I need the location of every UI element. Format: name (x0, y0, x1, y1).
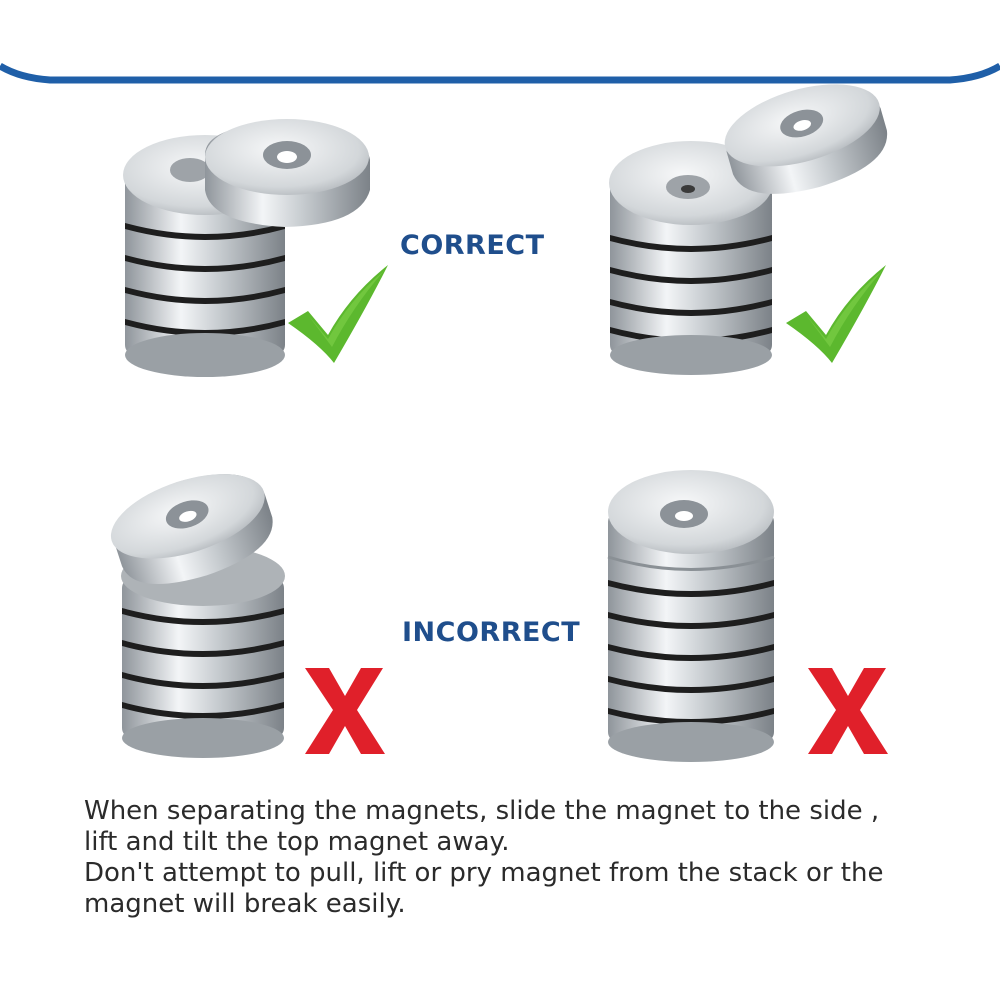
header-band (0, 0, 1000, 84)
correct-label: CORRECT (400, 230, 545, 261)
magnet-stack-incorrect-right (607, 470, 775, 762)
x-mark-icon (808, 668, 888, 754)
magnet-stack-correct-right (609, 84, 888, 375)
instruction-line: Don't attempt to pull, lift or pry magne… (84, 858, 884, 888)
magnet-stack-incorrect-left (110, 474, 285, 758)
magnet-stack-correct-left (123, 119, 370, 377)
instruction-text: When separating the magnets, slide the m… (84, 796, 984, 920)
x-mark-icon (305, 668, 385, 754)
checkmark-icon (786, 265, 886, 363)
checkmark-icon (288, 265, 388, 363)
instruction-line: lift and tilt the top magnet away. (84, 827, 510, 857)
instruction-line: magnet will break easily. (84, 889, 406, 919)
instruction-line: When separating the magnets, slide the m… (84, 796, 880, 826)
incorrect-label: INCORRECT (402, 617, 581, 648)
